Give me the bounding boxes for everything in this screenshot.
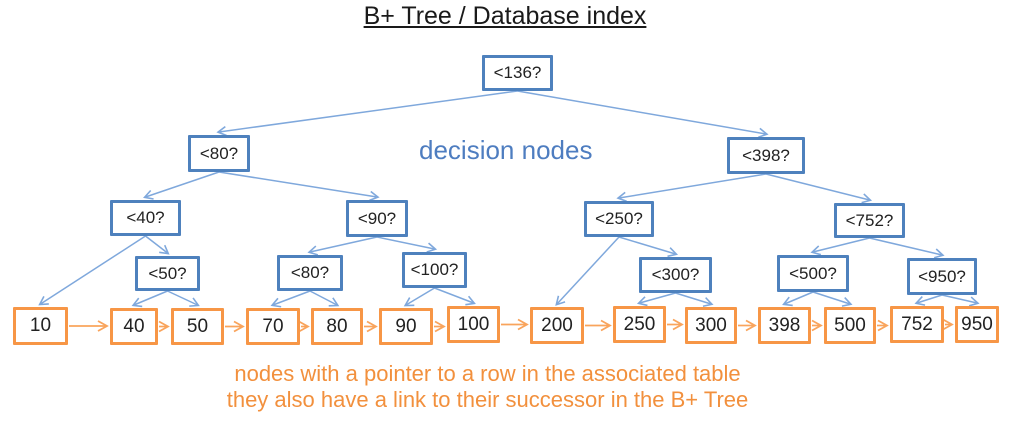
tree-edge bbox=[636, 292, 676, 307]
leaf-node-100: 100 bbox=[447, 306, 500, 343]
tree-edge bbox=[307, 236, 378, 256]
tree-edge bbox=[403, 287, 435, 307]
tree-edge bbox=[309, 290, 340, 307]
leaf-caption-line1: nodes with a pointer to a row in the ass… bbox=[234, 361, 741, 386]
tree-edge bbox=[616, 173, 767, 203]
decision-node-50: <50? bbox=[135, 256, 200, 291]
decision-nodes-annotation: decision nodes bbox=[419, 135, 593, 165]
tree-edge bbox=[131, 290, 168, 308]
leaf-caption: nodes with a pointer to a row in the ass… bbox=[0, 361, 975, 413]
decision-node-90: <90? bbox=[346, 200, 408, 237]
leaf-node-500: 500 bbox=[824, 307, 876, 344]
tree-edge bbox=[869, 237, 945, 259]
leaf-node-950: 950 bbox=[955, 306, 999, 343]
tree-edge bbox=[782, 291, 814, 307]
leaf-node-752: 752 bbox=[890, 306, 944, 343]
tree-edge bbox=[810, 237, 870, 256]
tree-edge bbox=[765, 173, 873, 204]
decision-node-500: <500? bbox=[777, 255, 849, 292]
tree-edge bbox=[218, 171, 380, 202]
decision-node-950: <950? bbox=[907, 258, 977, 295]
decision-node-752: <752? bbox=[834, 203, 905, 238]
decision-node-80-left: <80? bbox=[188, 135, 250, 172]
leaf-node-200: 200 bbox=[530, 307, 584, 344]
leaf-node-398: 398 bbox=[758, 307, 811, 344]
decision-node-80-mid: <80? bbox=[277, 255, 343, 291]
tree-edge bbox=[167, 290, 200, 307]
decision-node-100: <100? bbox=[402, 252, 467, 288]
decision-node-250: <250? bbox=[584, 201, 654, 237]
tree-edge bbox=[517, 90, 769, 138]
tree-edge bbox=[434, 287, 476, 306]
leaf-node-80: 80 bbox=[311, 308, 363, 345]
decision-node-136: <136? bbox=[482, 55, 553, 91]
tree-edge bbox=[145, 235, 170, 255]
leaf-node-250: 250 bbox=[613, 306, 666, 343]
tree-edge bbox=[812, 291, 853, 307]
leaf-node-40: 40 bbox=[110, 308, 158, 345]
leaf-node-90: 90 bbox=[379, 308, 433, 345]
leaf-node-10: 10 bbox=[13, 307, 68, 345]
leaf-node-70: 70 bbox=[246, 308, 300, 345]
decision-node-398: <398? bbox=[727, 137, 805, 174]
leaf-node-50: 50 bbox=[171, 308, 224, 345]
tree-edge bbox=[618, 236, 679, 258]
decision-node-40: <40? bbox=[110, 200, 181, 236]
page-title: B+ Tree / Database index bbox=[363, 2, 647, 30]
tree-edge bbox=[143, 171, 220, 200]
tree-edge bbox=[941, 294, 980, 307]
tree-edge bbox=[376, 236, 438, 253]
tree-edge bbox=[914, 294, 943, 306]
leaf-caption-line2: they also have a link to their successor… bbox=[226, 387, 749, 412]
tree-edge bbox=[555, 236, 620, 306]
tree-edge bbox=[675, 292, 714, 308]
tree-edge bbox=[270, 290, 311, 308]
tree-edge bbox=[38, 235, 146, 306]
decision-node-300: <300? bbox=[639, 257, 712, 293]
leaf-node-300: 300 bbox=[685, 307, 737, 344]
tree-edge bbox=[216, 90, 518, 137]
